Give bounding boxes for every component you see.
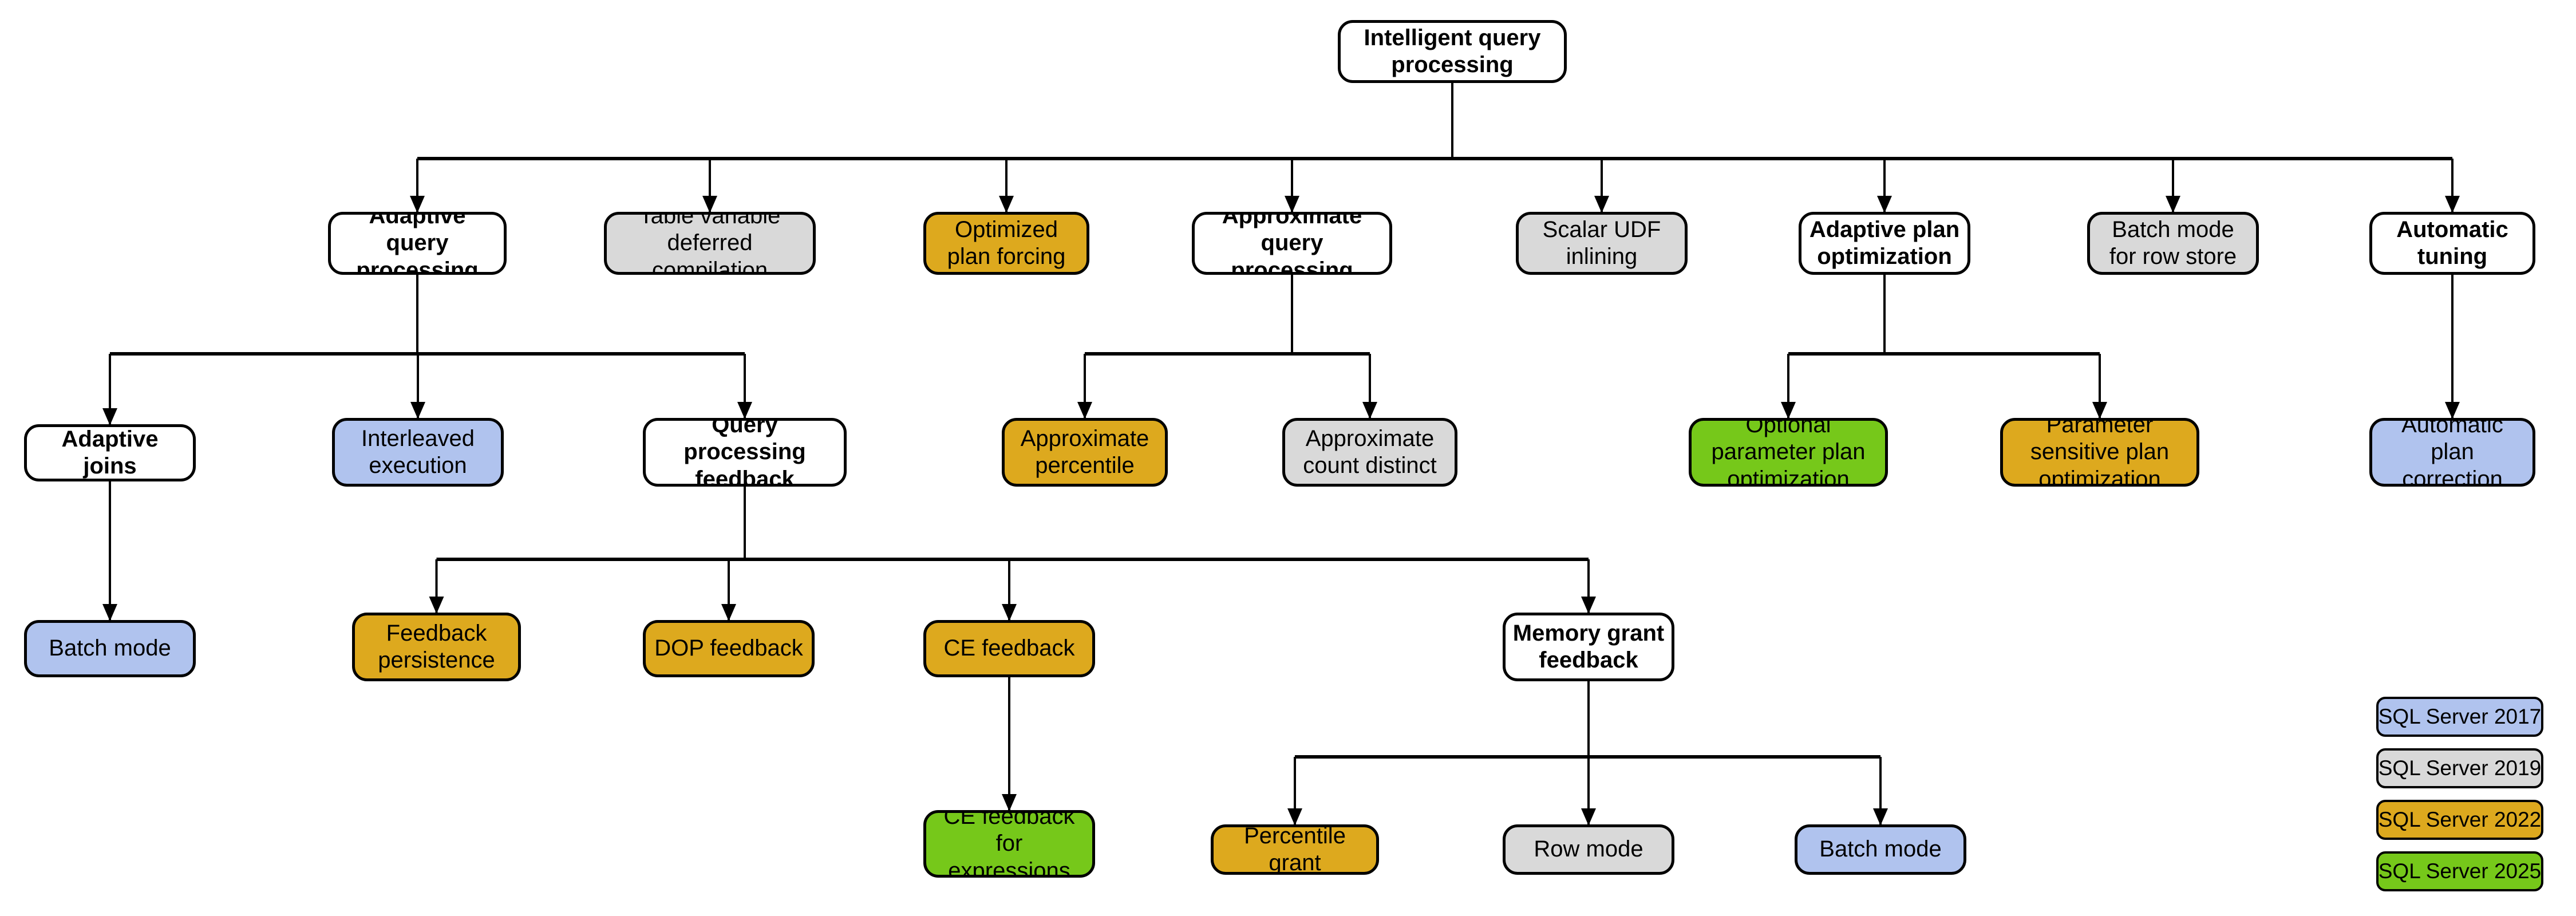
node-optimized-plan-forcing[interactable]: Optimized plan forcing (923, 212, 1089, 275)
node-parameter-sensitive-plan-optimization[interactable]: Parameter sensitive plan optimization (2000, 418, 2199, 487)
arrow-head (737, 402, 752, 419)
node-batch-mode-for-row-store[interactable]: Batch mode for row store (2087, 212, 2259, 275)
arrow-head (410, 402, 425, 419)
legend-item-label: SQL Server 2025 (2378, 859, 2542, 883)
node-label: Optimized plan forcing (947, 216, 1066, 269)
node-ce-feedback[interactable]: CE feedback (923, 620, 1095, 677)
arrow-head (410, 196, 425, 213)
arrow-head (102, 604, 117, 621)
node-row-mode[interactable]: Row mode (1503, 824, 1674, 875)
legend-item-sql-server-2025: SQL Server 2025 (2376, 851, 2543, 891)
node-label: Optional parameter plan optimization (1711, 418, 1866, 487)
node-approximate-count-distinct[interactable]: Approximate count distinct (1282, 418, 1457, 487)
legend-item-sql-server-2017: SQL Server 2017 (2376, 697, 2543, 737)
node-optional-parameter-plan-optimization[interactable]: Optional parameter plan optimization (1689, 418, 1888, 487)
arrow-head (721, 604, 736, 621)
node-adaptive-query-processing[interactable]: Adaptive query processing (328, 212, 507, 275)
node-label: Memory grant feedback (1512, 620, 1665, 673)
legend-item-sql-server-2019: SQL Server 2019 (2376, 748, 2543, 788)
node-label: Batch mode for row store (2109, 216, 2237, 269)
node-query-processing-feedback[interactable]: Query processing feedback (643, 418, 847, 487)
arrow-head (999, 196, 1014, 213)
node-batch-mode[interactable]: Batch mode (1795, 824, 1966, 875)
arrow-head (1002, 604, 1017, 621)
node-approximate-percentile[interactable]: Approximate percentile (1002, 418, 1168, 487)
arrow-head (1285, 196, 1299, 213)
node-label: Adaptive plan optimization (1809, 216, 1960, 269)
node-label: Table variable deferred compilation (639, 212, 781, 275)
node-label: Interleaved execution (361, 425, 475, 478)
node-label: Automatic plan correction (2401, 418, 2503, 487)
node-label: Adaptive query processing (356, 212, 479, 275)
arrow-head (2092, 402, 2107, 419)
arrow-head (2166, 196, 2180, 213)
node-label: DOP feedback (654, 635, 803, 661)
node-label: Query processing feedback (683, 418, 806, 487)
node-label: Batch mode (49, 635, 171, 661)
node-label: CE feedback (943, 635, 1075, 661)
node-label: Percentile grant (1244, 824, 1346, 875)
arrow-head (1002, 794, 1017, 811)
node-approximate-query-processing[interactable]: Approximate query processing (1192, 212, 1392, 275)
node-label: CE feedback for expressions (943, 810, 1075, 878)
arrow-head (1877, 196, 1892, 213)
arrow-head (429, 597, 444, 614)
node-label: Scalar UDF inlining (1542, 216, 1661, 269)
node-feedback-persistence[interactable]: Feedback persistence (352, 613, 521, 681)
arrow-head (1581, 808, 1596, 826)
arrow-head (1362, 402, 1377, 419)
node-percentile-grant[interactable]: Percentile grant (1211, 824, 1379, 875)
arrow-head (1287, 808, 1302, 826)
node-dop-feedback[interactable]: DOP feedback (643, 620, 815, 677)
node-label: Row mode (1534, 836, 1643, 862)
arrow-head (1873, 808, 1888, 826)
legend-item-label: SQL Server 2019 (2378, 756, 2542, 780)
node-label: Intelligent query processing (1364, 25, 1541, 77)
arrow-head (1594, 196, 1609, 213)
node-adaptive-joins[interactable]: Adaptive joins (24, 424, 196, 481)
node-adaptive-plan-optimization[interactable]: Adaptive plan optimization (1799, 212, 1970, 275)
node-label: Parameter sensitive plan optimization (2030, 418, 2170, 487)
node-memory-grant-feedback[interactable]: Memory grant feedback (1503, 613, 1674, 681)
node-label: Feedback persistence (378, 620, 495, 673)
arrow-head (1077, 402, 1092, 419)
node-scalar-udf-inlining[interactable]: Scalar UDF inlining (1516, 212, 1688, 275)
arrow-head (102, 408, 117, 425)
arrow-head (2445, 402, 2460, 419)
legend-item-label: SQL Server 2017 (2378, 705, 2542, 728)
node-intelligent-query-processing[interactable]: Intelligent query processing (1338, 20, 1567, 83)
legend-item-sql-server-2022: SQL Server 2022 (2376, 800, 2543, 840)
node-table-variable-deferred-compilation[interactable]: Table variable deferred compilation (604, 212, 816, 275)
node-label: Approximate count distinct (1303, 425, 1437, 478)
node-batch-mode[interactable]: Batch mode (24, 620, 196, 677)
arrow-head (702, 196, 717, 213)
node-label: Adaptive joins (61, 426, 159, 479)
node-label: Automatic tuning (2396, 216, 2508, 269)
arrow-head (1581, 597, 1596, 614)
node-automatic-tuning[interactable]: Automatic tuning (2369, 212, 2535, 275)
node-label: Batch mode (1819, 836, 1942, 862)
arrow-head (2445, 196, 2460, 213)
node-interleaved-execution[interactable]: Interleaved execution (332, 418, 504, 487)
node-ce-feedback-for-expressions[interactable]: CE feedback for expressions (923, 810, 1095, 878)
arrow-head (1781, 402, 1796, 419)
node-automatic-plan-correction[interactable]: Automatic plan correction (2369, 418, 2535, 487)
legend-item-label: SQL Server 2022 (2378, 808, 2542, 831)
node-label: Approximate percentile (1020, 425, 1149, 478)
node-label: Approximate query processing (1222, 212, 1362, 275)
